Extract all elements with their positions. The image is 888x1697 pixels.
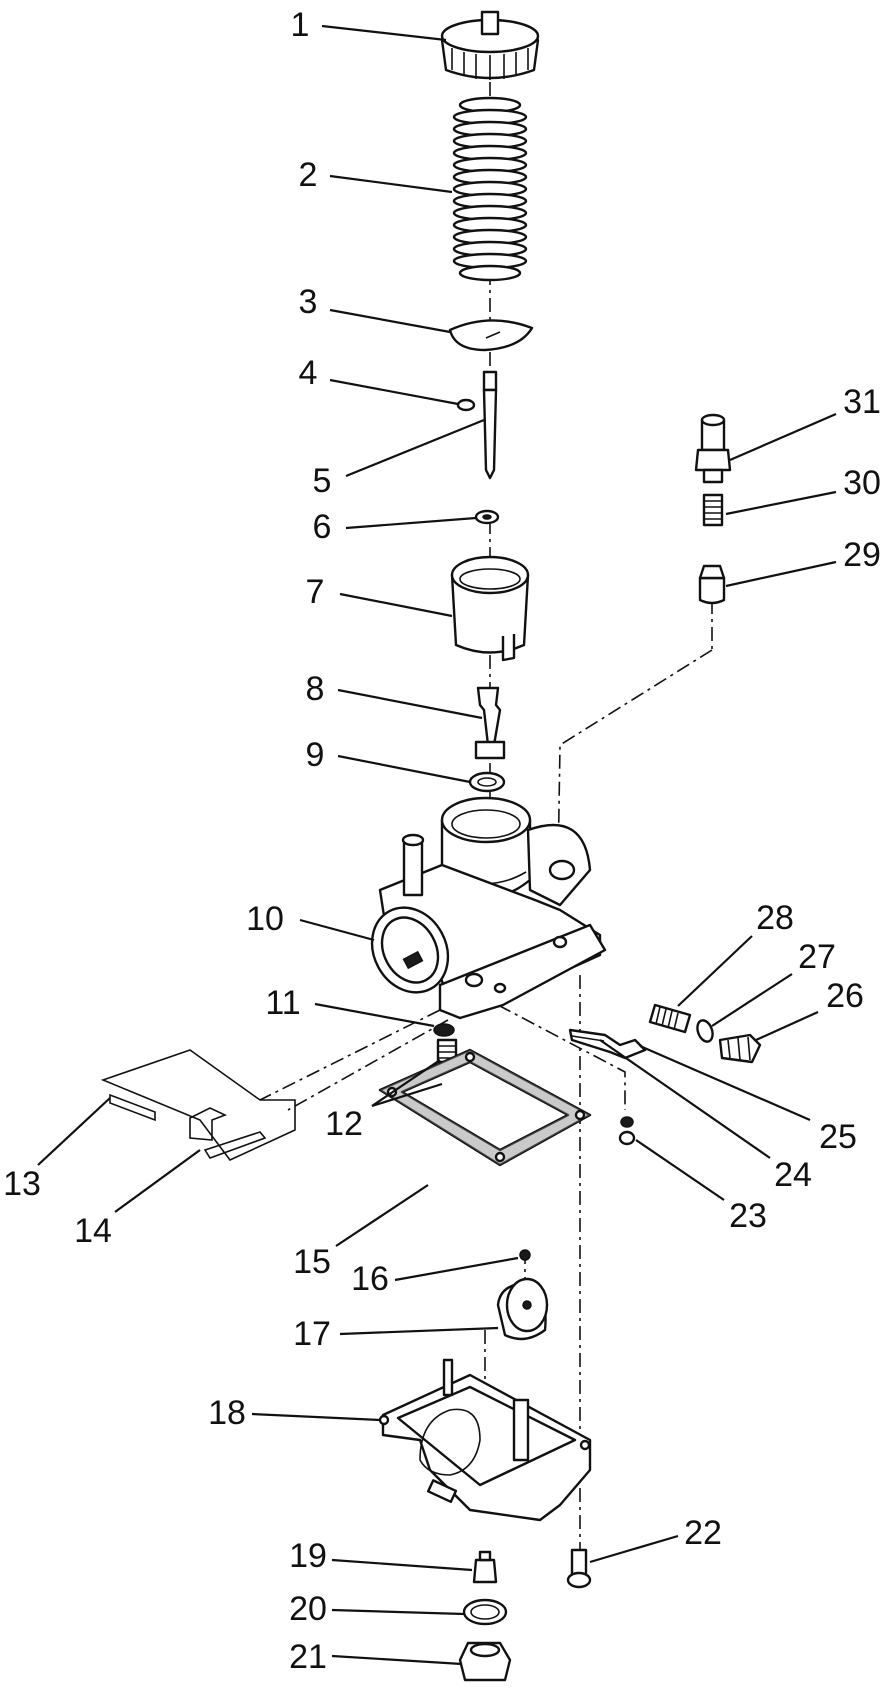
- callout-leader-20: [331, 1608, 465, 1616]
- part-15-bowl-gasket: [378, 1048, 592, 1167]
- part-28-spring: [648, 1003, 692, 1034]
- part-17-float: [496, 1277, 549, 1341]
- callout-leader-15: [335, 1184, 429, 1247]
- callout-leader-3: [329, 308, 451, 334]
- callout-label-2: 2: [299, 156, 318, 194]
- callout-leader-25: [639, 1044, 811, 1122]
- callout-label-10: 10: [246, 900, 284, 938]
- part-8-needle-jet: [474, 686, 506, 760]
- callout-leader-27: [711, 973, 793, 1027]
- part-27-washer: [696, 1019, 714, 1043]
- part-5-jet-needle: [482, 370, 498, 480]
- callout-leader-24: [599, 1039, 771, 1159]
- callout-label-22: 22: [684, 1514, 722, 1552]
- part-11-jet: [433, 1023, 455, 1037]
- callout-leader-12: [371, 1059, 441, 1107]
- callout-label-30: 30: [843, 464, 881, 502]
- part-13-14-float-gauge: [100, 1049, 296, 1161]
- part-18-float-bowl: [378, 1358, 592, 1522]
- callout-leader-14: [114, 1149, 201, 1213]
- callout-leader-22: [589, 1534, 679, 1564]
- callout-label-3: 3: [299, 283, 318, 321]
- part-10-carburetor-body: [370, 796, 607, 1020]
- callout-leader-7: [339, 592, 453, 618]
- part-21-drain-plug: [458, 1641, 512, 1682]
- part-1-top-cap: [440, 10, 540, 80]
- callout-label-31: 31: [843, 383, 881, 421]
- callout-label-15: 15: [293, 1243, 331, 1281]
- callout-label-5: 5: [313, 462, 332, 500]
- callout-label-24: 24: [774, 1156, 812, 1194]
- callout-leader-4: [329, 378, 459, 406]
- callout-leader-16: [394, 1256, 519, 1282]
- part-7-throttle-slide: [450, 555, 530, 662]
- spring-coil: [458, 264, 522, 282]
- callout-leader-28: [677, 935, 753, 1007]
- part-29-plunger: [698, 564, 726, 605]
- callout-label-25: 25: [819, 1118, 857, 1156]
- callout-leader-26: [755, 1010, 819, 1042]
- callout-label-29: 29: [843, 536, 881, 574]
- part-2-spring: [452, 96, 528, 282]
- callout-label-19: 19: [289, 1537, 327, 1575]
- callout-leader-13: [37, 1097, 111, 1166]
- callout-label-20: 20: [289, 1590, 327, 1628]
- callout-leader-5: [345, 418, 485, 478]
- callout-leaders: [37, 24, 837, 1666]
- callout-label-18: 18: [208, 1394, 246, 1432]
- part-20-o-ring: [462, 1598, 508, 1626]
- callout-leader-11: [314, 1002, 435, 1028]
- part-3-plate: [448, 319, 534, 352]
- callout-label-17: 17: [293, 1315, 331, 1353]
- part-16-ball: [519, 1249, 531, 1261]
- callout-label-28: 28: [756, 899, 794, 937]
- callout-leader-18: [251, 1412, 381, 1422]
- part-26-idle-screw: [718, 1033, 762, 1064]
- callout-leader-9: [337, 754, 471, 784]
- part-4-clip: [456, 398, 476, 412]
- part-23-pilot-jet: [618, 1116, 636, 1146]
- callout-leader-29: [725, 560, 837, 588]
- callout-label-1: 1: [291, 6, 310, 44]
- callout-label-6: 6: [313, 508, 332, 546]
- callout-leader-6: [345, 516, 477, 530]
- callout-label-4: 4: [299, 354, 318, 392]
- callout-leader-12-b: [371, 1082, 443, 1108]
- callout-leader-31: [729, 412, 837, 462]
- callout-leader-10: [299, 918, 375, 942]
- callout-label-14: 14: [74, 1212, 112, 1250]
- callout-label-12: 12: [325, 1105, 363, 1143]
- callout-label-27: 27: [798, 938, 836, 976]
- callout-label-13: 13: [3, 1165, 41, 1203]
- callout-leader-17: [339, 1326, 499, 1336]
- callout-label-26: 26: [826, 977, 864, 1015]
- part-30-spring: [702, 493, 724, 527]
- part-22-screw: [566, 1548, 592, 1589]
- callout-label-16: 16: [351, 1260, 389, 1298]
- part-6-ring: [474, 509, 500, 525]
- callout-leader-19: [331, 1558, 473, 1572]
- callout-leader-30: [725, 490, 837, 516]
- callout-leader-2: [329, 174, 453, 194]
- callout-label-8: 8: [306, 670, 325, 708]
- callout-leader-23: [635, 1139, 725, 1201]
- callout-label-9: 9: [306, 736, 325, 774]
- part-9-o-ring: [468, 771, 506, 793]
- part-19-main-jet: [472, 1550, 498, 1584]
- callout-label-23: 23: [729, 1197, 767, 1235]
- callout-label-21: 21: [289, 1638, 327, 1676]
- part-31-nut: [694, 413, 732, 484]
- callout-label-11: 11: [265, 984, 300, 1022]
- callout-leader-8: [337, 688, 483, 720]
- callout-leader-21: [331, 1654, 463, 1666]
- callout-label-7: 7: [306, 573, 325, 611]
- callout-leader-1: [321, 24, 447, 42]
